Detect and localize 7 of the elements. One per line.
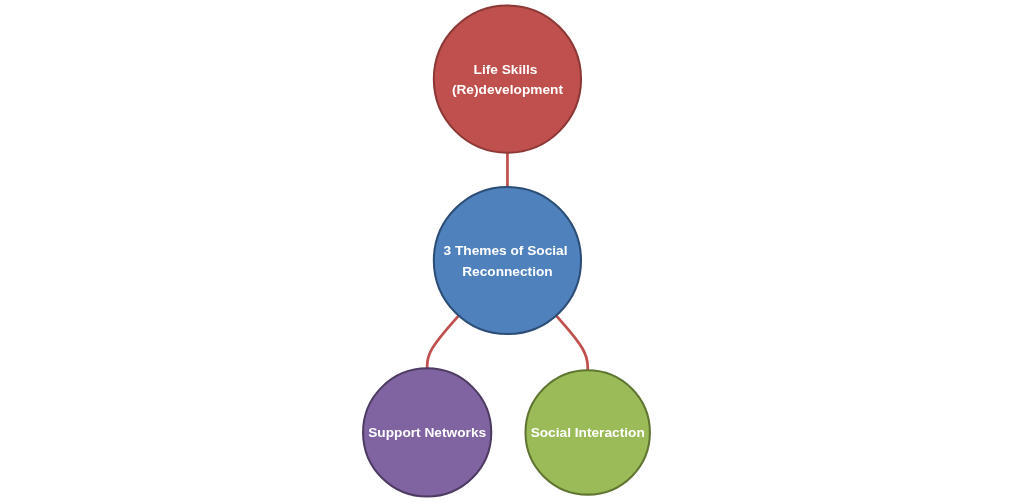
connector (425, 314, 460, 369)
node-circle: 3 Themes of Social Reconnection (432, 185, 582, 336)
connector (505, 152, 509, 187)
connector (554, 314, 589, 371)
node-circle: Support Networks (361, 367, 492, 498)
node-circle: Social Interaction (524, 369, 651, 496)
node-circle: Life Skills (Re)development (432, 4, 582, 154)
